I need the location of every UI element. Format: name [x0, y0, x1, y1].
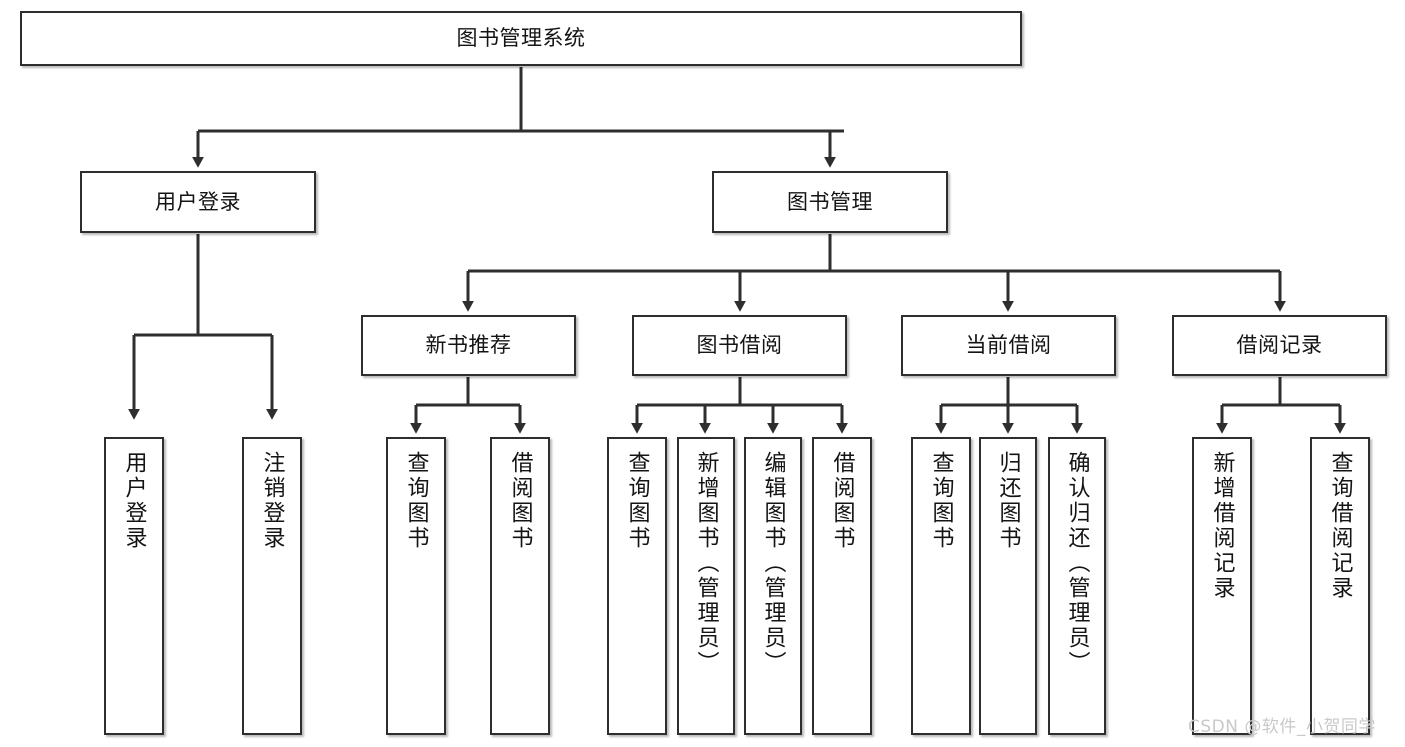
node-label: 注销登录 — [259, 451, 285, 551]
node-label: 查询图书 — [403, 451, 429, 551]
node-label: 借阅记录 — [1236, 333, 1323, 358]
node-label: 新书推荐 — [425, 333, 512, 358]
node-label: 图书管理 — [787, 189, 873, 214]
leaf-new-book-borrow[interactable]: 借阅图书 — [490, 437, 550, 735]
node-borrow-records[interactable]: 借阅记录 — [1172, 315, 1387, 376]
leaf-records-query-record[interactable]: 查询借阅记录 — [1310, 437, 1370, 735]
node-label: 确认归还（管理员） — [1064, 451, 1090, 676]
node-book-borrow[interactable]: 图书借阅 — [632, 315, 847, 376]
leaf-current-query-book[interactable]: 查询图书 — [911, 437, 971, 735]
leaf-borrow-add-book-admin[interactable]: 新增图书（管理员） — [677, 437, 735, 735]
leaf-borrow-query-book[interactable]: 查询图书 — [607, 437, 667, 735]
leaf-borrow-borrow-book[interactable]: 借阅图书 — [812, 437, 872, 735]
node-user-login[interactable]: 用户登录 — [80, 171, 316, 233]
node-label: 借阅图书 — [507, 451, 533, 551]
node-current-borrow[interactable]: 当前借阅 — [901, 315, 1116, 376]
node-label: 用户登录 — [121, 451, 147, 551]
node-label: 借阅图书 — [829, 451, 855, 551]
node-new-book-recommend[interactable]: 新书推荐 — [361, 315, 576, 376]
node-label: 新增借阅记录 — [1209, 451, 1235, 601]
leaf-current-return-book[interactable]: 归还图书 — [979, 437, 1037, 735]
node-label: 新增图书（管理员） — [693, 451, 719, 676]
node-label: 查询图书 — [624, 451, 650, 551]
leaf-user-login-signin[interactable]: 用户登录 — [104, 437, 164, 735]
node-book-management[interactable]: 图书管理 — [712, 171, 948, 233]
node-label: 归还图书 — [995, 451, 1021, 551]
node-label: 编辑图书（管理员） — [760, 451, 786, 676]
node-root-system[interactable]: 图书管理系统 — [20, 11, 1022, 66]
leaf-new-book-query[interactable]: 查询图书 — [386, 437, 446, 735]
leaf-borrow-edit-book-admin[interactable]: 编辑图书（管理员） — [744, 437, 802, 735]
node-label: 图书借阅 — [696, 333, 783, 358]
leaf-records-add-record[interactable]: 新增借阅记录 — [1192, 437, 1252, 735]
node-label: 图书管理系统 — [456, 26, 586, 51]
leaf-current-confirm-return-admin[interactable]: 确认归还（管理员） — [1048, 437, 1106, 735]
leaf-user-login-signout[interactable]: 注销登录 — [242, 437, 302, 735]
node-label: 用户登录 — [155, 189, 241, 214]
node-label: 当前借阅 — [965, 333, 1052, 358]
node-label: 查询借阅记录 — [1327, 451, 1353, 601]
node-label: 查询图书 — [928, 451, 954, 551]
